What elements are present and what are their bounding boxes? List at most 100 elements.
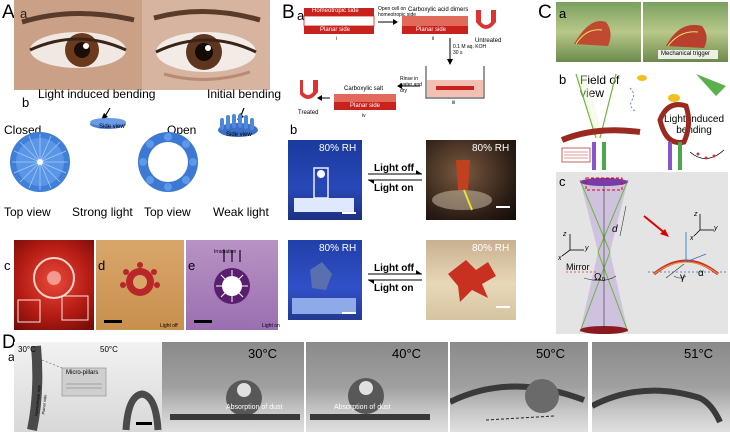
rh-label-4: 80% RH — [472, 243, 510, 254]
temp-40-b-label: 40°C — [392, 346, 422, 361]
light-off-b-1: Light off — [374, 163, 414, 174]
light-induced-bending-label: Light induced bending — [38, 87, 156, 101]
carboxylic-salt-label: Carboxylic salt — [344, 86, 384, 92]
photo-d-b-4 — [592, 342, 730, 432]
rinse-label: Rinse in water and dry — [400, 76, 422, 94]
flytrap-art — [574, 2, 718, 62]
rh-label-2: 80% RH — [472, 143, 510, 154]
planar-side-label-1: Planar side — [320, 27, 351, 33]
d-label: d — [612, 224, 618, 235]
photo-d-b-3-art — [450, 379, 586, 421]
initial-bending-label: Initial bending — [207, 87, 282, 101]
photo-d-b-2 — [306, 342, 448, 432]
flytrap-photo — [556, 2, 728, 62]
photo-d-b-1 — [162, 342, 304, 432]
eye-photo — [14, 0, 270, 90]
light-toggle-arrows-1 — [368, 170, 422, 184]
panel-a-sub-e: e — [188, 258, 196, 273]
photo-b-2 — [426, 140, 516, 220]
side-view-label-2: Side view — [226, 132, 252, 138]
axis-y1: y — [585, 245, 589, 252]
eye-photo-illustration — [14, 0, 270, 90]
photo-a-e-art — [194, 250, 250, 323]
temp-50-label: 50°C — [100, 345, 118, 354]
omega-label: Ω₀ — [594, 272, 606, 283]
absorption-dust-2: Absorption of dust — [334, 404, 391, 411]
light-off-b-2: Light off — [374, 263, 414, 274]
photo-d-b-2-art — [310, 378, 430, 420]
panel-b-sub-a: a — [297, 8, 305, 23]
photo-a-d — [96, 240, 184, 330]
photo-d-b-3 — [450, 342, 588, 432]
cone-diagram-art — [561, 177, 726, 334]
photo-b-1 — [288, 140, 362, 220]
photo-b-3 — [288, 240, 362, 320]
panel-c-sub-b: b — [559, 72, 567, 87]
photo-b-4-art — [448, 260, 510, 308]
panel-a-sub-c: c — [4, 258, 11, 273]
panel-c-letter: C — [538, 2, 552, 23]
mechanical-trigger-label: Mechanical trigger — [661, 51, 711, 57]
micro-pillars-label: Micro-pillars — [66, 370, 99, 376]
photo-d-b-4-art — [592, 387, 723, 424]
light-off-a-label: Light off — [160, 323, 178, 329]
absorption-dust-1: Absorption of dust — [226, 404, 283, 411]
photo-a-c — [14, 240, 94, 330]
top-view-label-1: Top view — [4, 205, 51, 219]
panel-c-sub-c: c — [559, 174, 566, 189]
strong-light-label: Strong light — [72, 205, 133, 219]
light-induced-bending-c-label: Light-induced bending — [664, 114, 725, 136]
step-iv-label: iv — [362, 113, 366, 119]
homeotropic-side-label: Homeotropic side — [312, 8, 359, 14]
panel-a-sub-d: d — [98, 258, 106, 273]
temp-30-b-label: 30°C — [248, 346, 278, 361]
light-toggle-arrows-2 — [368, 270, 422, 284]
panel-a-sub-a: a — [20, 6, 28, 21]
photo-d-b-1-art — [170, 380, 300, 420]
axis-z1: z — [563, 231, 567, 238]
panel-a-letter: A — [2, 2, 15, 23]
photo-b-1-art — [294, 167, 356, 214]
gamma-label: γ — [680, 272, 685, 283]
step-iii-label: iii — [452, 100, 456, 106]
light-on-a-label: Light on — [262, 323, 280, 329]
weak-light-label: Weak light — [213, 205, 269, 219]
top-view-label-2: Top view — [144, 205, 191, 219]
planar-side-label-2: Planar side — [416, 27, 447, 33]
axis-z2: z — [694, 211, 698, 218]
photo-a-e — [186, 240, 278, 330]
panel-b-sub-b: b — [290, 122, 298, 137]
photo-d-a-art — [27, 345, 162, 432]
light-on-b-1: Light on — [374, 183, 414, 194]
open-cell-label: Open cell on homeotropic side — [378, 6, 417, 18]
panel-a-sub-b: b — [22, 95, 30, 110]
rh-label-1: 80% RH — [319, 143, 357, 154]
temp-51-b-label: 51°C — [684, 346, 714, 361]
mirror-label: Mirror — [566, 262, 590, 272]
side-view-label-1: Side view — [99, 124, 125, 130]
process-schematic — [300, 8, 496, 110]
axis-x2: x — [690, 235, 694, 242]
flytrap-schematic — [560, 73, 726, 170]
alpha-label: α — [698, 268, 704, 279]
step-ii-label: ii — [432, 36, 435, 42]
panel-c-c-diagram — [556, 172, 728, 334]
flower-diagrams — [10, 107, 258, 192]
temp-50-b-label: 50°C — [536, 346, 566, 361]
photo-a-c-art — [17, 257, 89, 323]
panel-c-sub-a: a — [559, 6, 567, 21]
panel-d-letter: D — [2, 332, 16, 353]
photo-b-2-art — [432, 160, 510, 211]
rh-label-3: 80% RH — [319, 243, 357, 254]
axis-y2: y — [714, 225, 718, 232]
light-on-b-2: Light on — [374, 283, 414, 294]
panel-b-letter: B — [282, 2, 295, 23]
photo-a-d-art — [104, 262, 160, 323]
irradiation-label: Irradiation — [214, 249, 237, 255]
photo-d-a — [14, 342, 162, 432]
untreated-label: Untreated — [475, 38, 502, 44]
carboxylic-dimers-label: Carboxylic acid dimers — [408, 7, 469, 13]
temp-30-label: 30°C — [18, 345, 36, 354]
photo-b-3-art — [292, 262, 356, 314]
treated-label: Treated — [298, 110, 319, 116]
